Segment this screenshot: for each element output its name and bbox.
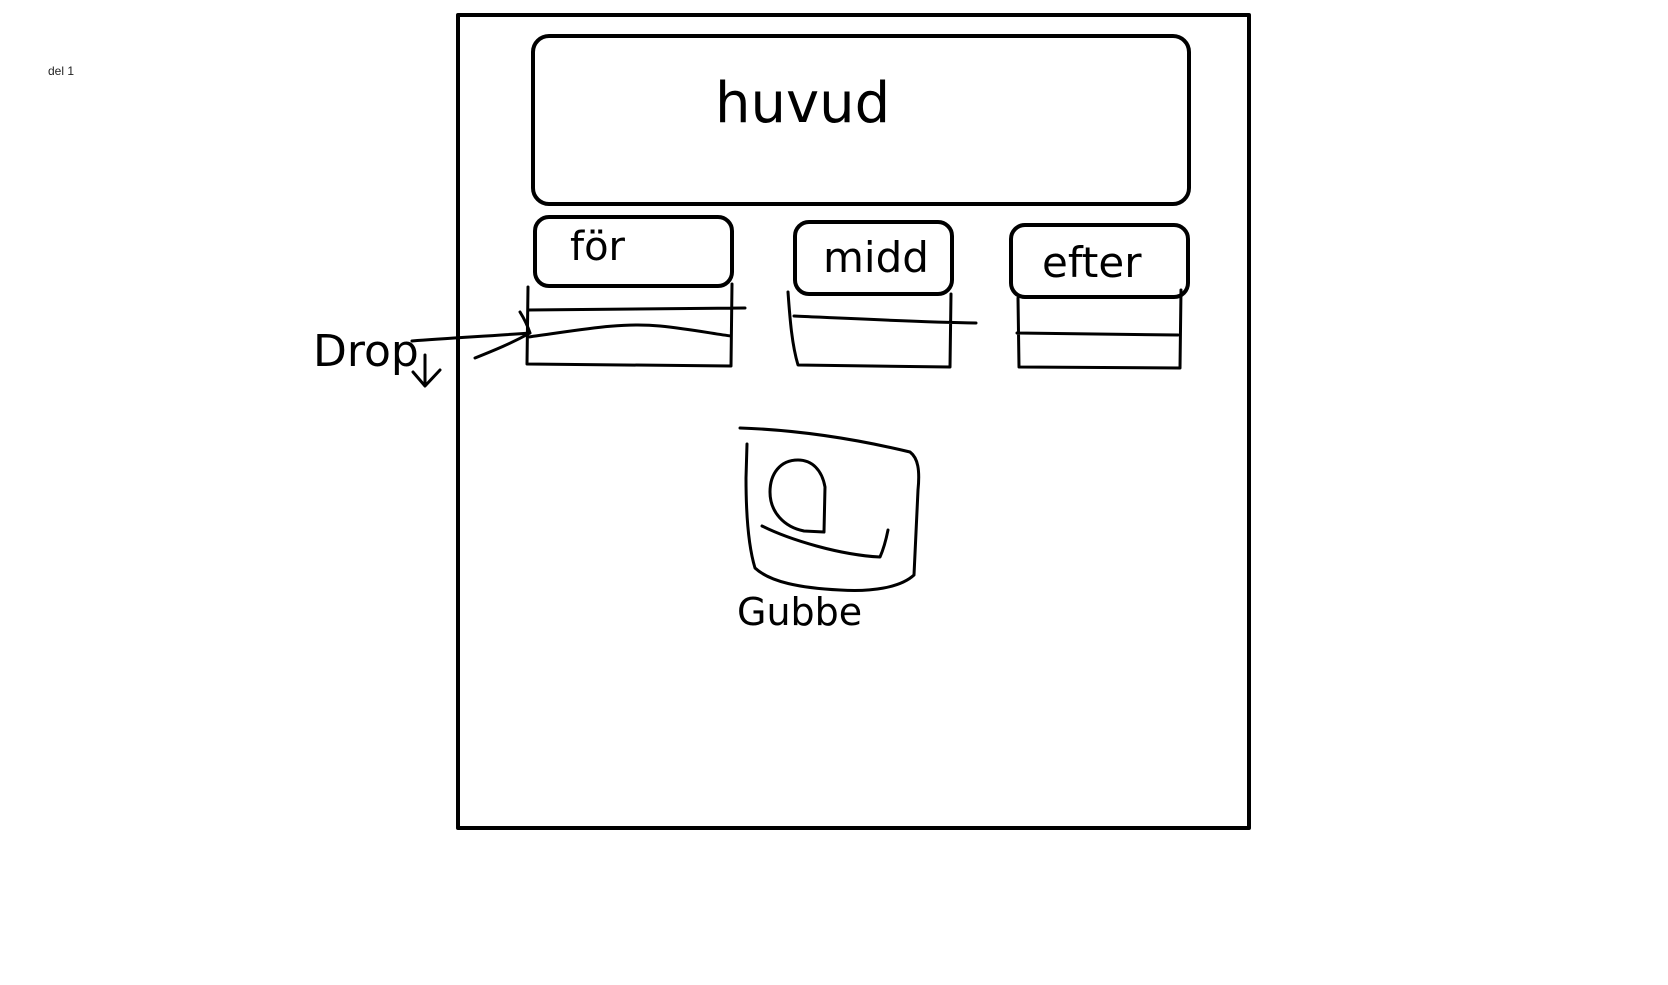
column-for-dropdown[interactable] [525,282,747,368]
down-arrow-icon [411,353,442,388]
column-midd-tab[interactable] [793,220,954,296]
column-efter[interactable]: efter [1009,223,1190,370]
column-for-tab[interactable] [533,215,734,288]
column-for[interactable]: för [525,215,747,368]
header-box: huvud [531,34,1191,206]
image-caption: Gubbe [737,590,862,634]
header-text: huvud [715,71,890,136]
column-efter-dropdown[interactable] [1015,288,1183,370]
image-frame [738,426,921,592]
page-label: del 1 [48,64,75,78]
dropdown-annotation: Drop [313,310,532,388]
dropdown-annotation-text: Drop [313,326,419,377]
person-icon [760,458,890,559]
image-placeholder: Gubbe [737,426,921,634]
column-efter-tab[interactable] [1009,223,1190,299]
column-midd[interactable]: midd [786,220,978,369]
column-midd-label: midd [823,233,929,282]
column-efter-label: efter [1042,238,1142,287]
outer-frame [456,13,1251,830]
column-midd-dropdown[interactable] [786,290,978,369]
arrow-icon [410,310,532,360]
column-for-label: för [570,224,626,270]
